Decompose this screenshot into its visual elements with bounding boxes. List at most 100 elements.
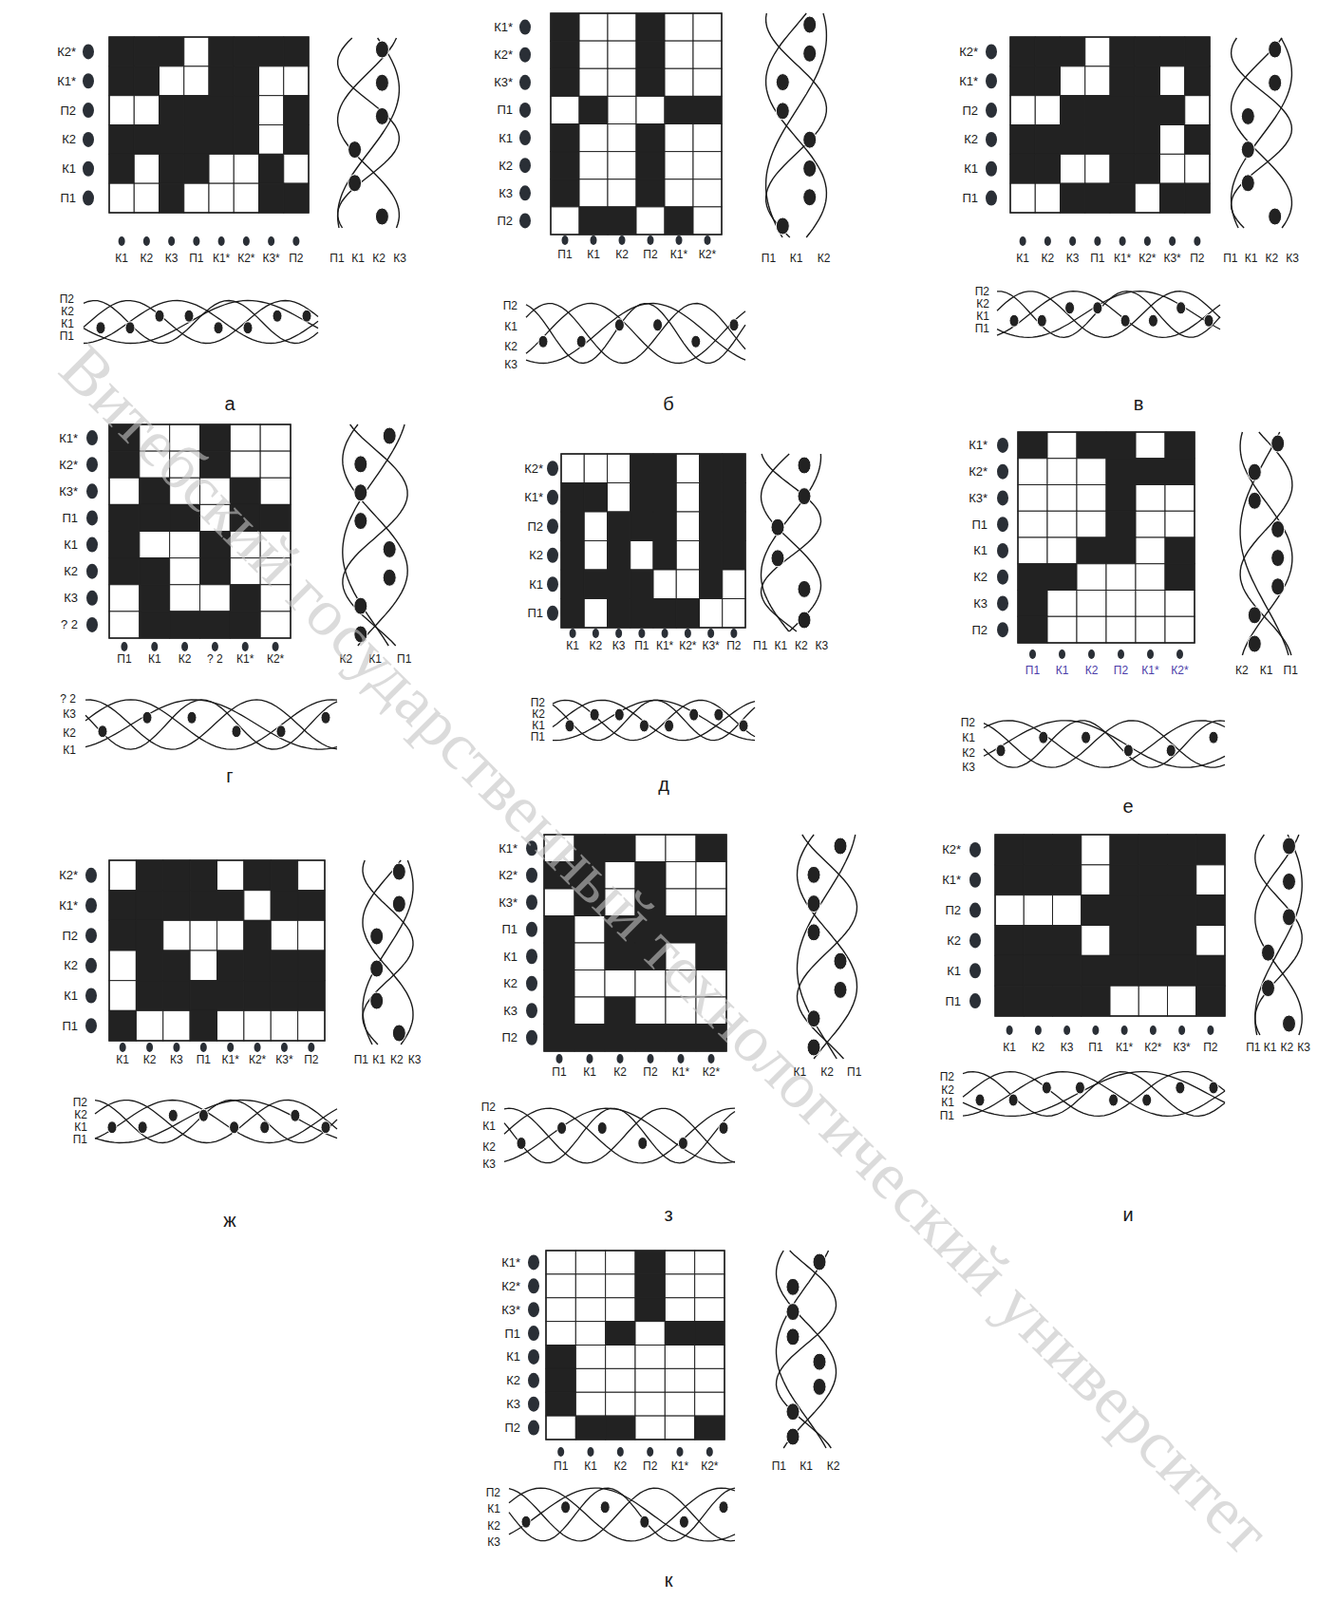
thread-dot xyxy=(82,131,95,148)
empty-cell xyxy=(184,37,209,67)
filled-cell xyxy=(1053,925,1082,957)
yarn-section xyxy=(797,456,811,474)
yarn-section xyxy=(771,518,785,536)
section-label: К3 xyxy=(504,358,518,371)
yarn-section xyxy=(786,1303,800,1321)
empty-cell xyxy=(583,511,607,542)
filled-cell xyxy=(1160,95,1186,126)
yarn-section xyxy=(639,719,649,733)
row-label: К2* xyxy=(959,45,979,58)
empty-cell xyxy=(583,453,607,484)
filled-cell xyxy=(1110,895,1139,926)
empty-cell xyxy=(664,1345,695,1370)
column-label: К2 xyxy=(178,653,192,665)
empty-cell xyxy=(1167,985,1197,1017)
yarn-line xyxy=(983,720,1225,768)
yarn-line xyxy=(1255,834,1302,1035)
column-label: К3 xyxy=(165,252,179,264)
filled-cell xyxy=(1167,955,1197,986)
empty-cell xyxy=(1017,537,1048,565)
yarn-section xyxy=(260,1121,270,1134)
section-label: П1 xyxy=(975,322,990,335)
yarn-section xyxy=(771,549,785,567)
yarn-line xyxy=(508,1487,735,1542)
empty-cell xyxy=(550,206,580,235)
column-label: К2 xyxy=(613,1460,627,1472)
empty-cell xyxy=(169,558,201,585)
filled-cell xyxy=(233,66,259,96)
empty-cell xyxy=(1165,485,1195,512)
column-label: К2 xyxy=(140,252,154,264)
filled-cell xyxy=(200,611,231,639)
filled-cell xyxy=(664,95,694,124)
empty-cell xyxy=(695,1345,725,1370)
column-label: К1* xyxy=(236,653,254,665)
panel-letter: к xyxy=(664,1570,674,1590)
filled-cell xyxy=(1010,37,1035,67)
thread-dot xyxy=(969,903,981,919)
yarn-section xyxy=(714,708,724,721)
yarn-section xyxy=(375,107,389,125)
row-label: К2* xyxy=(56,45,76,58)
panel-letter: е xyxy=(1122,796,1133,816)
section-label: К3 xyxy=(487,1536,501,1548)
panel-letter: б xyxy=(662,394,674,414)
empty-cell xyxy=(635,997,666,1025)
thread-dot xyxy=(969,932,981,948)
filled-cell xyxy=(109,531,140,559)
empty-cell xyxy=(575,1345,605,1370)
empty-cell xyxy=(664,124,694,152)
yarn-section xyxy=(600,1501,610,1514)
thread-dot xyxy=(211,641,219,652)
empty-cell xyxy=(605,1298,636,1322)
yarn-section xyxy=(803,159,817,177)
filled-cell xyxy=(635,1250,665,1275)
yarn-section xyxy=(290,1109,301,1122)
column-label: П2 xyxy=(642,248,658,261)
yarn-line xyxy=(776,1250,837,1449)
column-label: П2 xyxy=(1203,1041,1218,1054)
filled-cell xyxy=(1053,834,1082,866)
row-label: К2 xyxy=(63,564,78,578)
column-label: К1 xyxy=(115,1053,130,1066)
filled-cell xyxy=(1165,564,1195,591)
filled-cell xyxy=(1134,95,1160,126)
column-label: К1* xyxy=(672,1066,690,1078)
filled-cell xyxy=(607,541,631,571)
empty-cell xyxy=(664,1298,695,1322)
section-label: К1 xyxy=(372,1053,386,1066)
empty-cell xyxy=(583,599,607,629)
yarn-line xyxy=(83,301,319,344)
yarn-section xyxy=(354,512,368,530)
column-label: К1 xyxy=(583,1066,597,1078)
filled-cell xyxy=(1081,955,1111,986)
empty-cell xyxy=(1034,183,1060,213)
yarn-section xyxy=(812,1377,827,1395)
thread-dot xyxy=(1117,649,1125,659)
yarn-section xyxy=(1271,549,1285,567)
yarn-section xyxy=(807,895,821,913)
filled-cell xyxy=(636,40,665,69)
yarn-section xyxy=(154,309,165,322)
filled-cell xyxy=(1023,865,1053,896)
yarn-section xyxy=(833,837,847,855)
section-label: П2 xyxy=(960,716,976,729)
empty-cell xyxy=(184,66,209,96)
thread-dot xyxy=(1091,1025,1099,1035)
column-label: К2 xyxy=(1085,664,1099,677)
column-label: П2 xyxy=(726,639,741,652)
thread-dot xyxy=(118,236,126,246)
empty-cell xyxy=(607,453,631,484)
thread-dot xyxy=(1144,236,1151,246)
yarn-section xyxy=(797,488,811,506)
row-label: К2 xyxy=(528,548,544,562)
yarn-section xyxy=(786,1278,800,1296)
empty-cell xyxy=(664,40,694,69)
yarn-section xyxy=(375,74,389,92)
empty-cell xyxy=(133,95,159,126)
filled-cell xyxy=(1085,183,1111,213)
thread-dot xyxy=(546,547,559,564)
yarn-section xyxy=(691,335,701,348)
empty-cell xyxy=(260,477,291,505)
yarn-line xyxy=(1231,37,1293,228)
